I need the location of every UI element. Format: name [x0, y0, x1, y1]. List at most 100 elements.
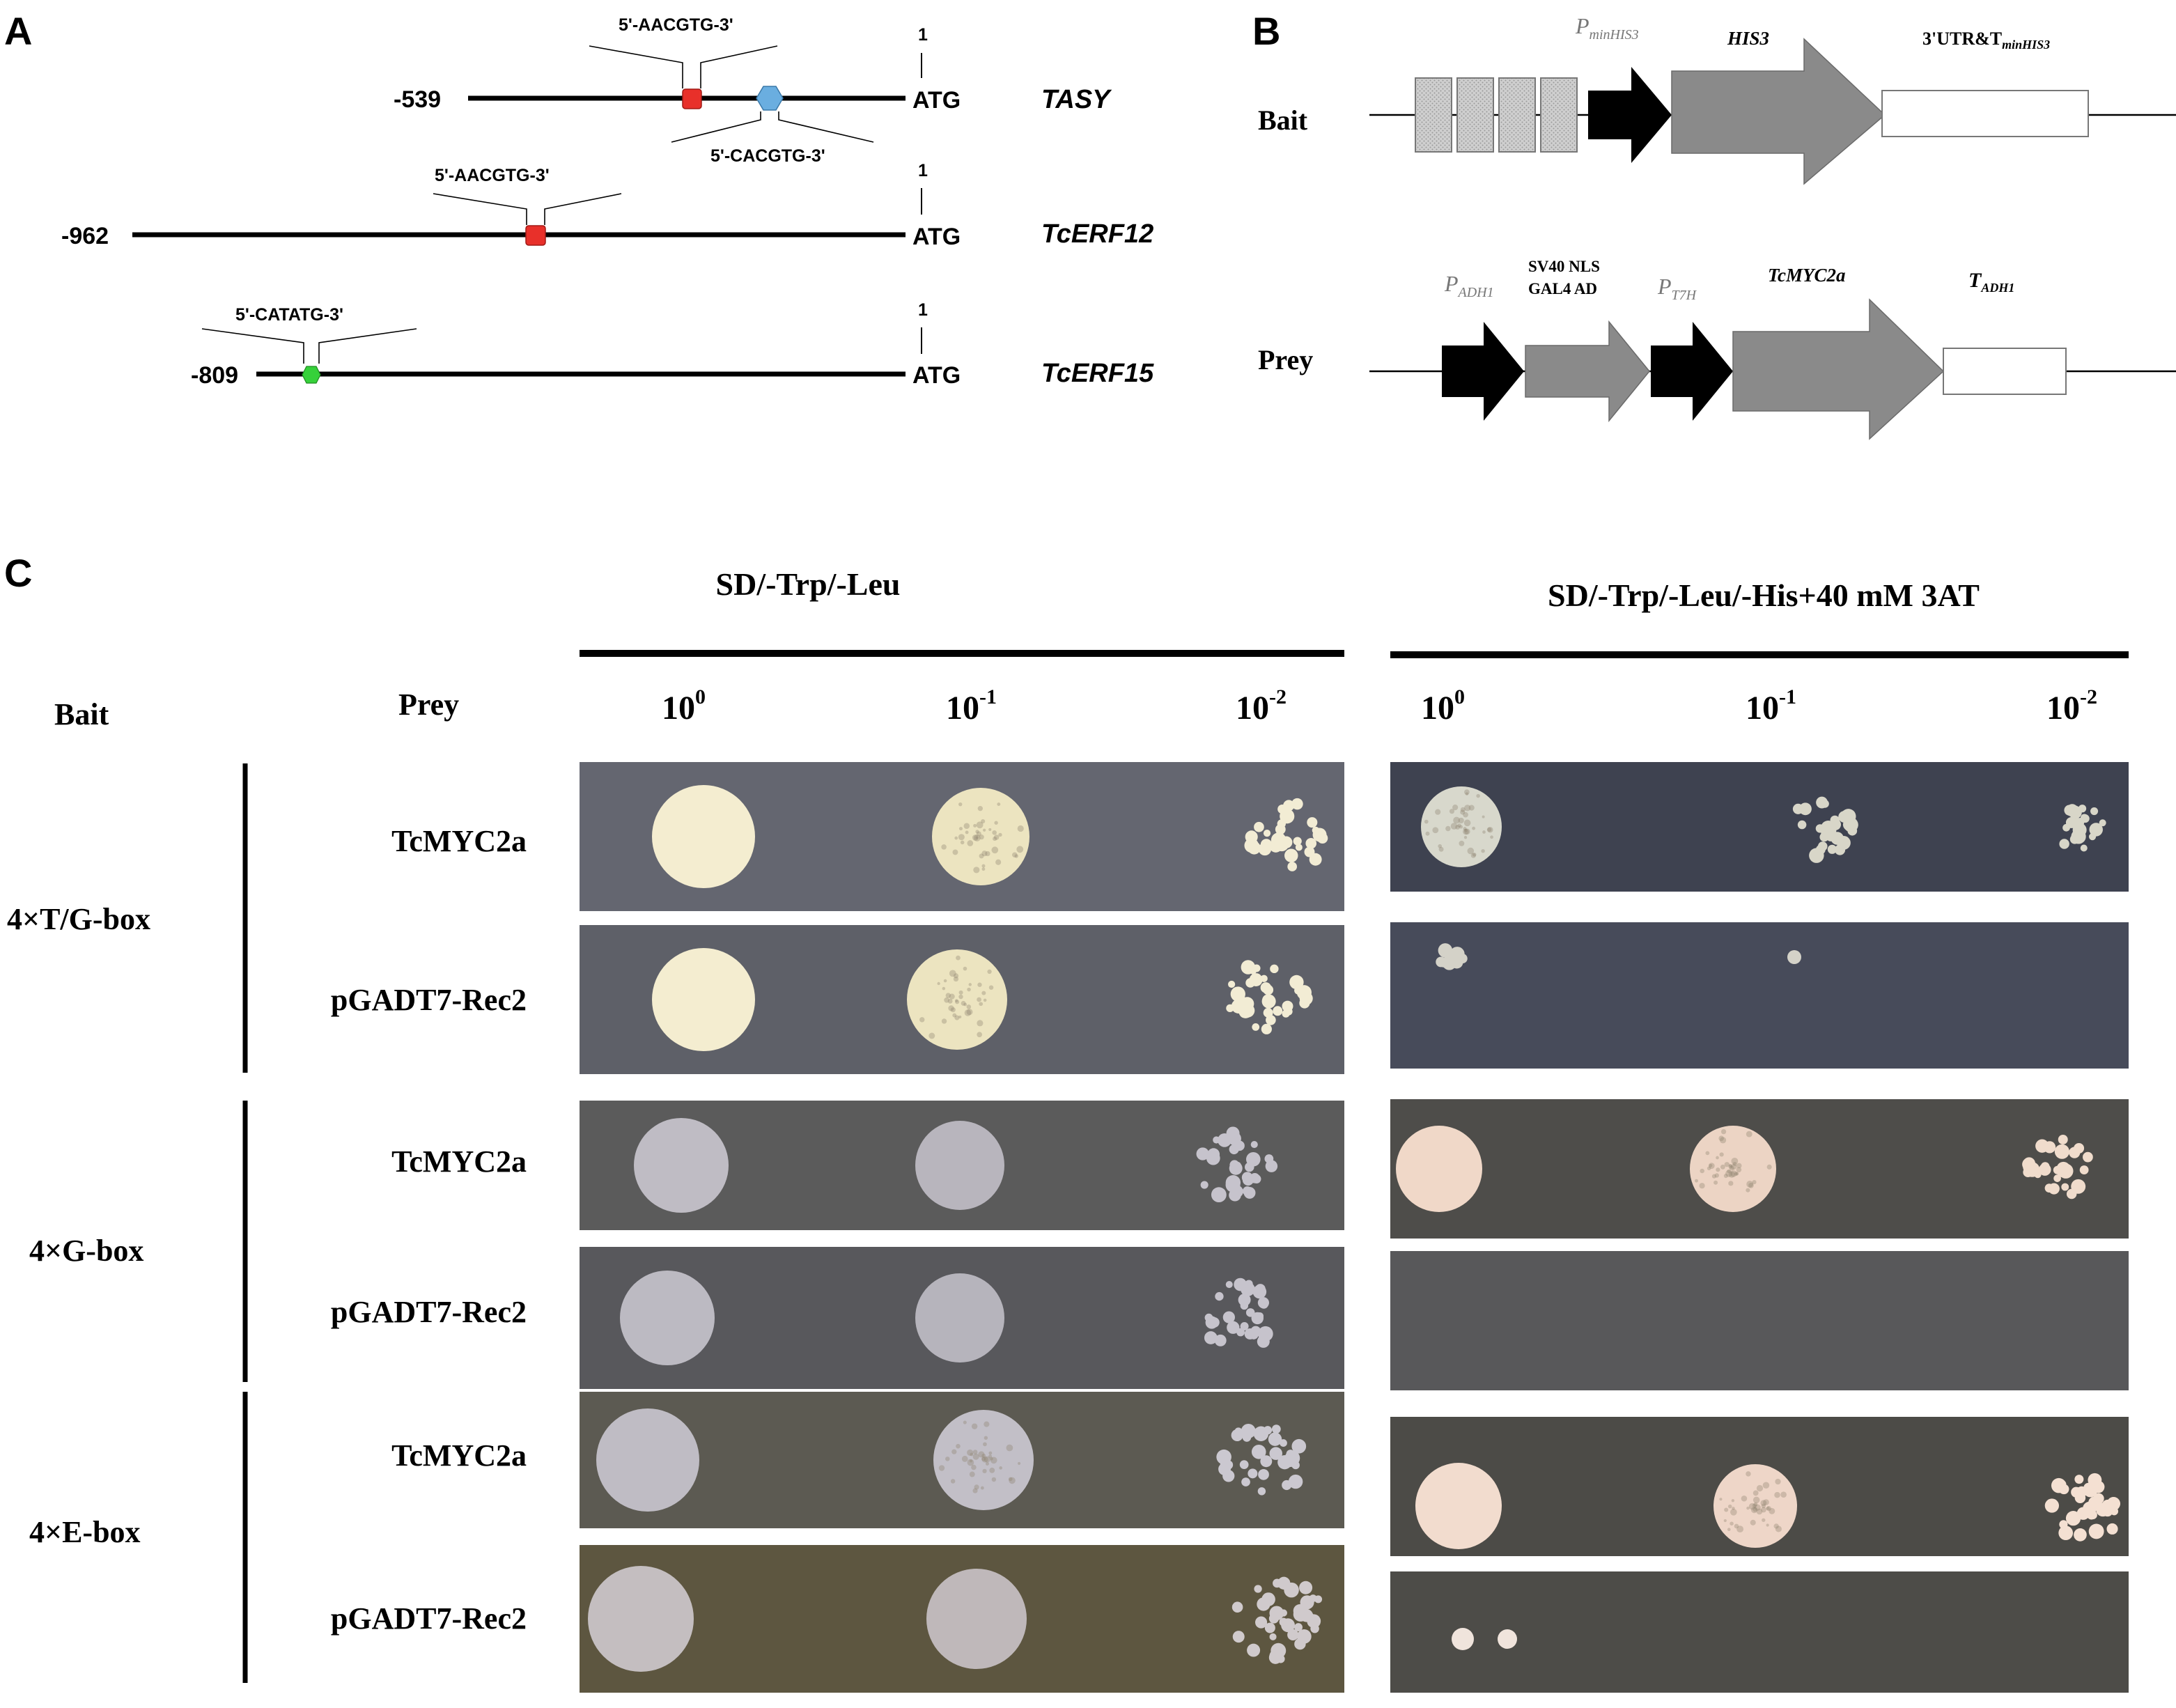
panel-a: -539 ATG 1 TASY 5'-AACGTG-3' 5'-CACGTG-3…: [61, 15, 1154, 389]
e-box-marker: [302, 366, 321, 384]
t7h-promoter-arrow: [1651, 322, 1733, 421]
yeast-spot: [926, 1569, 1027, 1669]
yeast-spot: [915, 1121, 1004, 1210]
g-box-motif-label: 5'-CACGTG-3': [710, 146, 825, 166]
dilution-left-1: 10-1: [946, 685, 997, 727]
adh1-promoter-arrow: [1442, 322, 1524, 421]
minhis3-promoter-label: PminHIS3: [1575, 13, 1639, 42]
plate-row-r-6: [1390, 1571, 2129, 1693]
atg-label: ATG: [912, 224, 961, 250]
bait-groups: 4×T/G-box 4×G-box 4×E-box: [7, 763, 248, 1683]
adh1-terminator-box: [1943, 348, 2067, 395]
t-box-motif-label: 5'-AACGTG-3': [619, 15, 733, 35]
yeast-spot: [588, 1566, 694, 1672]
yeast-spot: [1690, 1126, 1776, 1212]
yeast-spot: [933, 1410, 1034, 1510]
plate-row-l-6: [580, 1545, 1344, 1693]
yeast-spot: [1415, 1463, 1502, 1549]
bait-column-header: Bait: [54, 697, 109, 731]
position-one-label: 1: [918, 300, 928, 320]
adh1-promoter-label: PADH1: [1444, 271, 1494, 300]
plate-row-r-1: [1390, 762, 2129, 892]
terminator-label: 3'UTR&TminHIS3: [1922, 29, 2050, 52]
start-position-label: -962: [61, 223, 109, 249]
plate-row-r-2: [1390, 922, 2129, 1069]
yeast-spot: [932, 788, 1029, 885]
prey-names: TcMYC2a pGADT7-Rec2 TcMYC2a pGADT7-Rec2 …: [331, 824, 527, 1636]
yeast-spot: [652, 948, 755, 1051]
yeast-spot: [1713, 1464, 1797, 1548]
prey-label: Prey: [1258, 344, 1313, 375]
plate-row-l-1: [580, 762, 1344, 911]
his3-label: HIS3: [1727, 28, 1769, 49]
prey-name-6: pGADT7-Rec2: [331, 1601, 527, 1636]
yeast-spot: [907, 949, 1007, 1050]
gene-name: TcERF12: [1041, 219, 1153, 249]
minhis3-promoter-arrow: [1588, 67, 1672, 163]
atg-label: ATG: [912, 87, 961, 114]
position-one-label: 1: [918, 161, 928, 180]
tcmyc2a-label: TcMYC2a: [1768, 265, 1846, 286]
t-box-marker: [682, 88, 702, 109]
medium-label-left: SD/-Trp/-Leu: [716, 566, 901, 602]
yeast-spot: [1498, 1629, 1517, 1649]
yeast-spot: [596, 1408, 699, 1512]
panel-b-letter: B: [1252, 9, 1280, 53]
yeast-spot: [1396, 1126, 1482, 1212]
bait-box-3: [1498, 77, 1536, 153]
adh1-terminator-label: TADH1: [1968, 269, 2014, 295]
bait-box-1: [1415, 77, 1452, 153]
yeast-colony-cluster: [1436, 943, 1468, 970]
yeast-plates: [580, 762, 2129, 1693]
start-position-label: -539: [394, 86, 441, 113]
plate-background: [1390, 922, 2129, 1069]
dilution-left-0: 100: [662, 685, 706, 727]
bait-box-2: [1456, 77, 1494, 153]
nls-label-line-2: GAL4 AD: [1528, 280, 1597, 297]
yeast-colony-cluster: [2044, 1473, 2121, 1542]
bait-group-label-1: 4×T/G-box: [7, 902, 150, 936]
prey-name-4: pGADT7-Rec2: [331, 1295, 527, 1329]
promoter-tcerf15: -809 ATG 1 TcERF15 5'-CATATG-3': [191, 300, 1154, 389]
panel-c-headers: SD/-Trp/-Leu SD/-Trp/-Leu/-His+40 mM 3AT…: [54, 566, 2129, 731]
gal4-ad-arrow: [1525, 320, 1650, 423]
plate-background: [1390, 1251, 2129, 1390]
dilution-left-2: 10-2: [1236, 685, 1287, 727]
dilution-right-2: 10-2: [2046, 685, 2097, 727]
panel-b-bait: Bait PminHIS3 HIS3 3'UTR&TminHIS3: [1258, 13, 2176, 185]
his3-gene-arrow: [1671, 38, 1886, 185]
prey-column-header: Prey: [398, 688, 459, 722]
yeast-spot: [915, 1273, 1004, 1362]
dilution-right-0: 100: [1421, 685, 1465, 727]
yeast-spot: [634, 1118, 729, 1213]
gene-name: TASY: [1041, 85, 1112, 114]
yeast-colony-cluster: [1226, 960, 1313, 1034]
bait-group-label-3: 4×E-box: [29, 1515, 141, 1549]
gene-name: TcERF15: [1041, 359, 1154, 388]
plate-row-l-3: [580, 1101, 1344, 1230]
atg-label: ATG: [912, 362, 961, 389]
yeast-colony-cluster: [1244, 798, 1328, 871]
promoter-tasy: -539 ATG 1 TASY 5'-AACGTG-3' 5'-CACGTG-3…: [394, 15, 1112, 166]
yeast-colony-cluster: [1231, 1576, 1323, 1664]
plate-row-l-5: [580, 1392, 1344, 1528]
panel-a-letter: A: [4, 9, 32, 53]
tcmyc2a-gene-arrow: [1732, 298, 1945, 440]
start-position-label: -809: [191, 362, 238, 389]
yeast-spot: [1452, 1628, 1474, 1650]
panel-b-prey: Prey PADH1 SV40 NLS GAL4 AD PT7H TcMYC2a…: [1258, 258, 2176, 440]
prey-name-2: pGADT7-Rec2: [331, 983, 527, 1017]
yeast-colony-cluster: [1204, 1278, 1273, 1348]
yeast-spot: [1421, 786, 1502, 867]
plate-row-l-2: [580, 925, 1344, 1074]
g-box-marker: [756, 86, 784, 111]
nls-label-line-1: SV40 NLS: [1528, 258, 1600, 275]
t-box-motif-label: 5'-AACGTG-3': [435, 166, 550, 185]
yeast-colony-cluster: [1792, 796, 1858, 863]
t7h-promoter-label: PT7H: [1657, 274, 1697, 303]
yeast-spot: [620, 1271, 715, 1365]
dilution-right-1: 10-1: [1746, 685, 1796, 727]
prey-name-3: TcMYC2a: [391, 1144, 527, 1179]
yeast-spot: [652, 785, 755, 888]
bait-box-4: [1540, 77, 1578, 153]
